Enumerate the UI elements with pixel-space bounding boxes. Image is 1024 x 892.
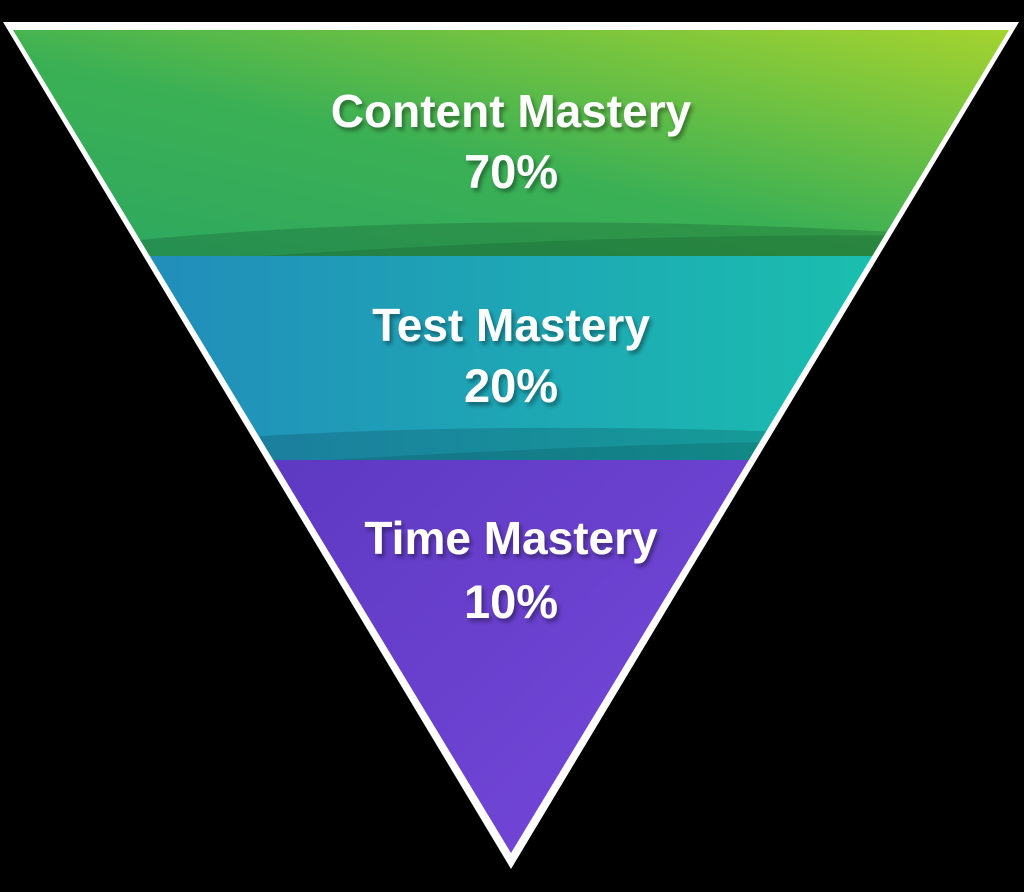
band-content-mastery [13, 30, 1009, 256]
band-content-mastery-fold2 [260, 235, 1009, 256]
label-content-mastery: Content Mastery [331, 85, 692, 137]
value-time-mastery: 10% [464, 575, 558, 628]
value-content-mastery: 70% [464, 145, 558, 198]
label-time-mastery: Time Mastery [364, 512, 658, 564]
pyramid-labels: Content Mastery 70% Test Mastery 20% Tim… [331, 85, 692, 628]
label-test-mastery: Test Mastery [372, 299, 650, 351]
value-test-mastery: 20% [464, 359, 558, 412]
band-content-mastery-fold [13, 222, 1009, 256]
